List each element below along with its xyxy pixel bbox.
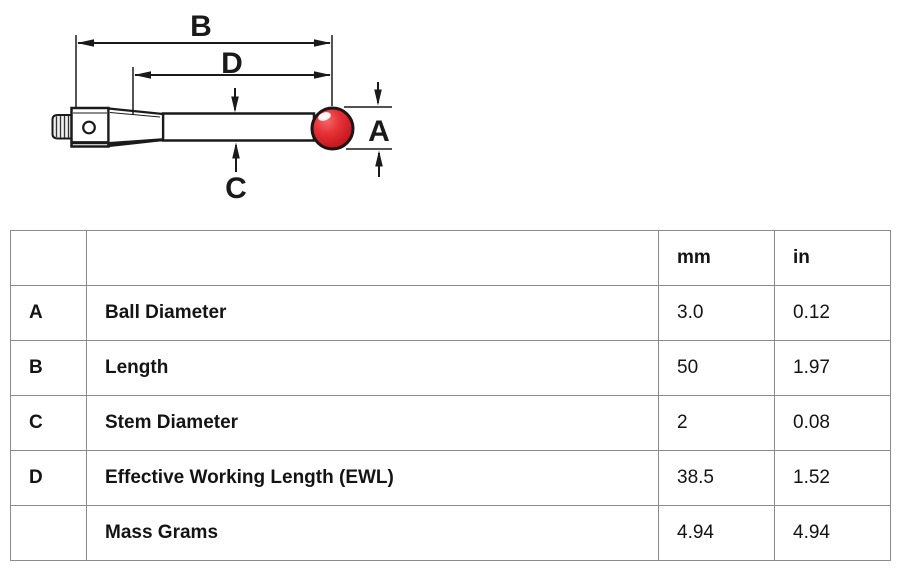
table-row-stem-diameter: C Stem Diameter 2 0.08 [10, 395, 891, 451]
dim-b [75, 35, 333, 107]
dim-d [132, 67, 331, 115]
dim-label-b: B [190, 10, 212, 43]
dim-letter [10, 505, 87, 561]
dim-a [344, 82, 392, 177]
table-row-mass: Mass Grams 4.94 4.94 [10, 505, 891, 561]
ball-highlight [318, 112, 331, 121]
spec-table: mm in A Ball Diameter 3.0 0.12 B Length … [10, 230, 891, 561]
dim-in-value: 1.52 [774, 450, 891, 506]
header-name-cell [86, 230, 659, 286]
dim-name: Effective Working Length (EWL) [86, 450, 659, 506]
dim-letter: C [10, 395, 87, 451]
dim-in-value: 0.08 [774, 395, 891, 451]
dim-a-arrow-down [374, 89, 382, 106]
dim-name: Length [86, 340, 659, 396]
header-in: in [774, 230, 891, 286]
stylus-stem [161, 112, 316, 142]
dim-label-a: A [368, 115, 390, 148]
dim-c-arrow-down [231, 96, 239, 113]
dim-d-arrow-left [134, 71, 151, 79]
dim-letter: A [10, 285, 87, 341]
stylus-dimension-diagram: B D C A [0, 0, 440, 215]
dim-mm-value: 38.5 [658, 450, 775, 506]
dim-name: Mass Grams [86, 505, 659, 561]
dim-c-arrow-up [232, 142, 240, 159]
stylus-diagram-svg: B D C A [51, 10, 392, 205]
stylus-taper [107, 107, 165, 148]
dim-b-arrow-right [314, 39, 331, 47]
dim-in-value: 1.97 [774, 340, 891, 396]
dim-b-arrow-left [77, 39, 94, 47]
dim-c [231, 88, 240, 172]
table-row-length: B Length 50 1.97 [10, 340, 891, 396]
dim-in-value: 4.94 [774, 505, 891, 561]
dim-mm-value: 3.0 [658, 285, 775, 341]
holder-hole [82, 120, 96, 135]
dim-name: Ball Diameter [86, 285, 659, 341]
dim-mm-value: 50 [658, 340, 775, 396]
header-letter-cell [10, 230, 87, 286]
dim-d-arrow-right [314, 71, 331, 79]
header-mm: mm [658, 230, 775, 286]
ruby-ball [310, 106, 355, 151]
spec-table-header-row: mm in [10, 230, 891, 286]
dim-in-value: 0.12 [774, 285, 891, 341]
table-row-ewl: D Effective Working Length (EWL) 38.5 1.… [10, 450, 891, 506]
dim-mm-value: 4.94 [658, 505, 775, 561]
table-row-ball-diameter: A Ball Diameter 3.0 0.12 [10, 285, 891, 341]
stylus-holder-body [70, 106, 110, 148]
stylus-drawing [51, 106, 355, 151]
dim-label-d: D [221, 47, 243, 80]
dim-letter: D [10, 450, 87, 506]
dim-label-c: C [225, 172, 247, 205]
dim-a-arrow-up [375, 150, 383, 167]
threaded-mount [51, 114, 73, 140]
dim-name: Stem Diameter [86, 395, 659, 451]
dim-mm-value: 2 [658, 395, 775, 451]
dim-letter: B [10, 340, 87, 396]
